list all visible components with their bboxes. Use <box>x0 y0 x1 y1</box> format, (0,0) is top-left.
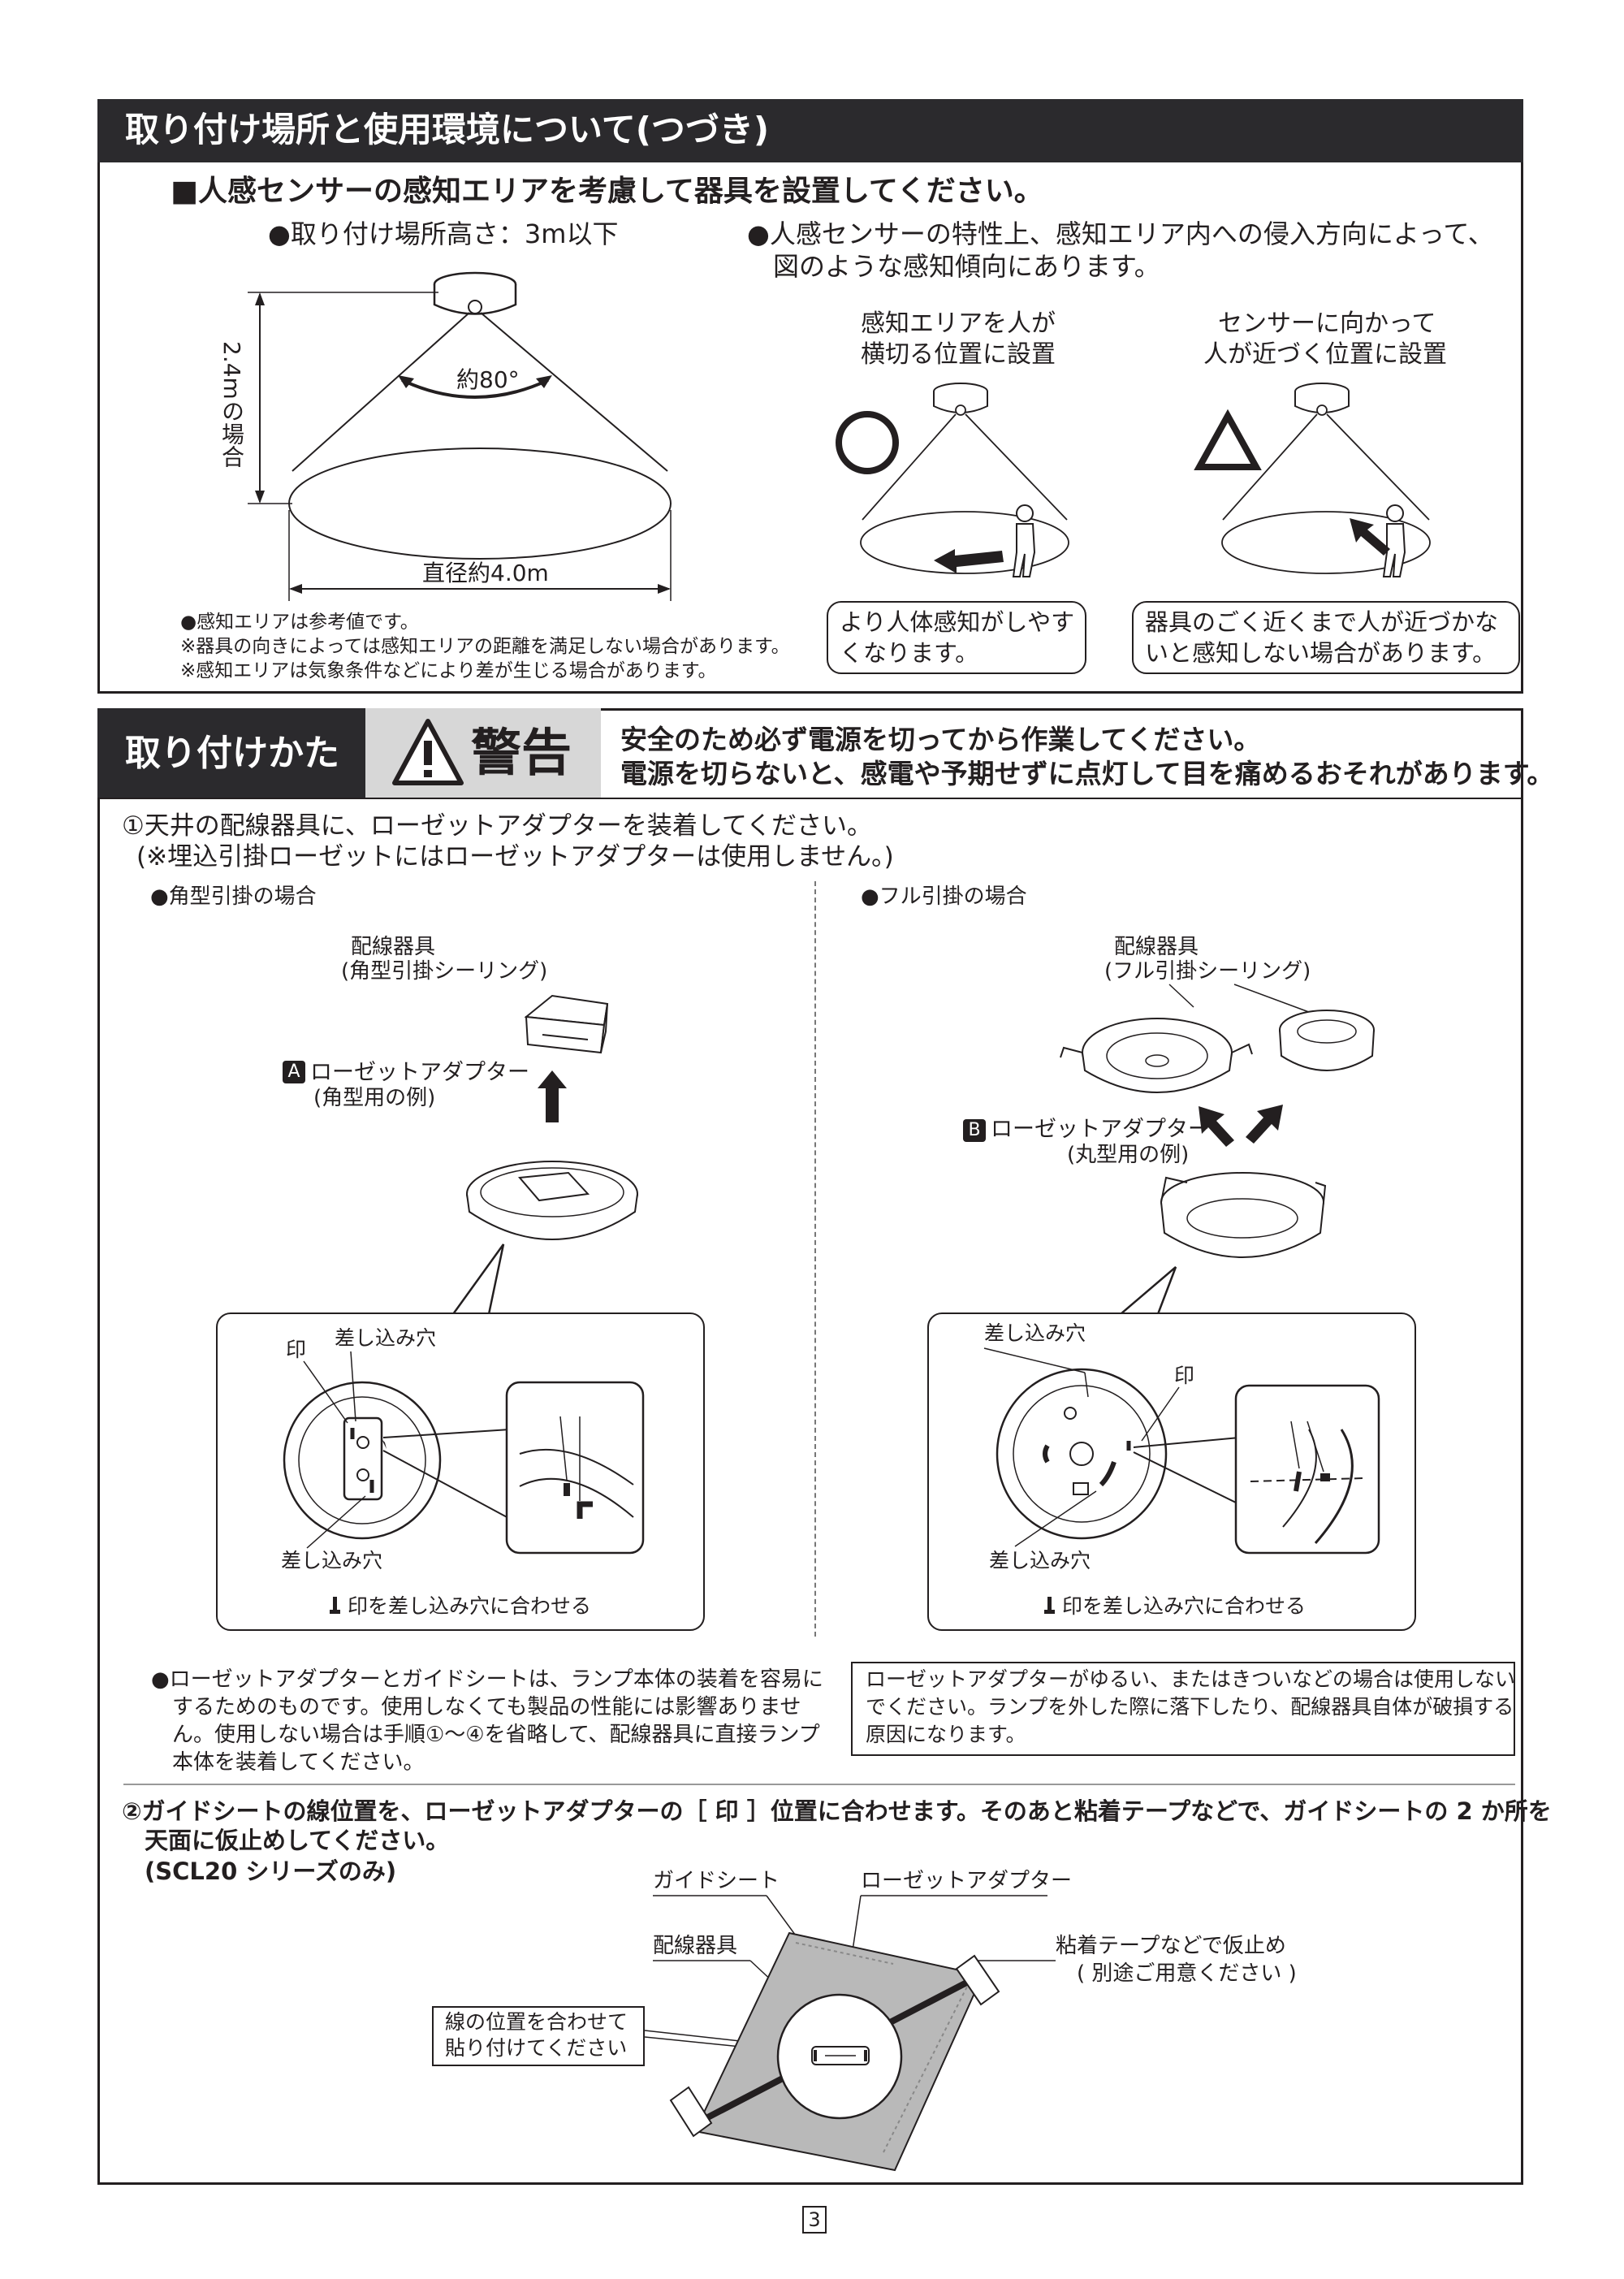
good-case-box: より人体感知がしやす くなります。 <box>827 601 1086 674</box>
right-adapter-badge: B <box>963 1119 986 1142</box>
warning-icon <box>392 719 464 785</box>
page-number: 3 <box>802 2206 827 2234</box>
step1-line-1: ①天井の配線器具に、ローゼットアダプターを装着してください。 <box>122 811 872 841</box>
area-note-3: ※感知エリアは気象条件などにより差が生じる場合があります。 <box>180 660 717 681</box>
good-case-label-2: 横切る位置に設置 <box>861 340 1056 369</box>
note-left-1: ●ローゼットアダプターとガイドシートは、ランプ本体の装着を容易に <box>151 1667 823 1692</box>
left-detail-caption: 印を差し込み穴に合わせる <box>348 1594 592 1618</box>
diameter-label: 直径約4.0m <box>422 560 549 586</box>
section-installation <box>97 708 1523 2185</box>
right-detail-hole-top: 差し込み穴 <box>984 1321 1086 1345</box>
area-note-2: ※器具の向きによっては感知エリアの距離を満足しない場合があります。 <box>180 636 790 657</box>
section-install-location-title: 取り付け場所と使用環境について(つづき) <box>97 99 1523 162</box>
fair-case-label-1: センサーに向かって <box>1218 309 1436 338</box>
left-adapter-label: ローゼットアダプター <box>310 1060 529 1085</box>
install-height-note: ●取り付け場所高さ：3m以下 <box>268 218 619 249</box>
tape-label-1: 粘着テープなどで仮止め <box>1056 1934 1286 1958</box>
align-instruction-box: 線の位置を合わせて 貼り付けてください <box>432 2006 645 2066</box>
warning-label: 警告 <box>471 723 572 782</box>
good-case-label-1: 感知エリアを人が <box>861 309 1056 338</box>
tape-label-2: ( 別途ご用意ください ) <box>1077 1961 1297 1986</box>
right-case: ●フル引掛の場合 <box>861 884 1027 909</box>
tendency-line-1: ●人感センサーの特性上、感知エリア内への侵入方向によって、 <box>747 218 1494 249</box>
tendency-line-2: 図のような感知傾向にあります。 <box>773 251 1160 282</box>
left-detail-hole-bottom: 差し込み穴 <box>281 1549 383 1572</box>
sensor-heading: ■人感センサーの感知エリアを考慮して器具を設置してください。 <box>171 175 1043 208</box>
step1-line-2: (※埋込引掛ローゼットにはローゼットアダプターは使用しません。) <box>136 842 894 871</box>
right-detail-caption: 印を差し込み穴に合わせる <box>1062 1594 1307 1618</box>
step2-line-1: ②ガイドシートの線位置を、ローゼットアダプターの［ 印 ］位置に合わせます。その… <box>122 1797 1552 1825</box>
rosette-adapter-label: ローゼットアダプター <box>861 1869 1073 1893</box>
left-fixture-line-2: (角型引掛シーリング) <box>341 959 548 984</box>
note-left-3: ん。使用しない場合は手順①～④を省略して、配線器具に直接ランプ <box>172 1723 820 1747</box>
note-right-box: ローゼットアダプターがゆるい、またはきついなどの場合は使用しない でください。ラ… <box>851 1662 1515 1756</box>
note-left-2: するためのものです。使用しなくても製品の性能には影響ありませ <box>172 1695 801 1719</box>
right-adapter-label: ローゼットアダプター <box>991 1117 1210 1142</box>
fixture-label: 配線器具 <box>653 1934 738 1958</box>
right-fixture-line-1: 配線器具 <box>1114 935 1199 959</box>
step2-line-2: 天面に仮止めしてください。 <box>145 1827 450 1854</box>
note-left-4: 本体を装着してください。 <box>172 1750 425 1775</box>
guide-sheet-label: ガイドシート <box>653 1869 780 1893</box>
warning-line-2: 電源を切らないと、感電や予期せずに点灯して目を痛めるおそれがあります。 <box>620 758 1554 789</box>
warning-line-1: 安全のため必ず電源を切ってから作業してください。 <box>620 724 1261 755</box>
height-label: 2.4mの場合 <box>218 341 245 468</box>
area-note-1: ●感知エリアは参考値です。 <box>180 612 419 633</box>
left-detail-hole-top: 差し込み穴 <box>335 1326 437 1350</box>
step2-line-3: (SCL20 シリーズのみ) <box>145 1857 397 1885</box>
fair-case-label-2: 人が近づく位置に設置 <box>1203 340 1447 369</box>
right-adapter-sub: (丸型用の例) <box>1067 1143 1190 1167</box>
header-divider <box>97 798 1523 799</box>
fair-case-box: 器具のごく近くまで人が近づかな いと感知しない場合があります。 <box>1132 601 1520 674</box>
column-divider <box>814 881 816 1637</box>
right-detail-hole-bottom: 差し込み穴 <box>989 1549 1091 1572</box>
section-installation-title: 取り付けかた <box>97 708 365 798</box>
left-fixture-line-1: 配線器具 <box>351 935 436 959</box>
right-detail-mark: 印 <box>1174 1364 1195 1387</box>
left-detail-mark: 印 <box>286 1338 307 1361</box>
step-divider <box>123 1784 1515 1785</box>
left-adapter-sub: (角型用の例) <box>313 1086 436 1110</box>
right-fixture-line-2: (フル引掛シーリング) <box>1104 959 1311 984</box>
left-adapter-badge: A <box>283 1061 305 1083</box>
left-case: ●角型引掛の場合 <box>150 884 317 909</box>
angle-label: 約80° <box>456 366 520 393</box>
